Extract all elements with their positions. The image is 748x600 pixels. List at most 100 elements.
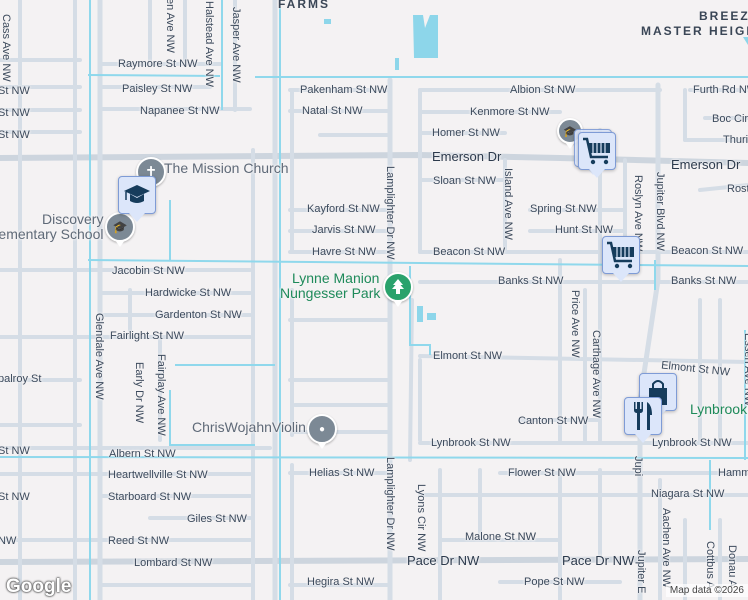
street-label-vertical: Jupi — [632, 456, 644, 477]
street-label: Rost — [727, 183, 748, 195]
street-label: Helias St NW — [309, 467, 375, 479]
street-label: Fairlight St NW — [110, 330, 184, 342]
major-road-label: Pace Dr NW — [562, 553, 635, 568]
graduation-cap-icon — [124, 185, 150, 203]
school-name-line2: ementary School — [0, 226, 104, 242]
area-label-farms: FARMS — [278, 0, 330, 11]
street-label: Havre St NW — [312, 246, 377, 258]
school-icon-small[interactable]: 🎓 — [557, 118, 583, 149]
street-label-vertical: Cass Ave NW — [0, 14, 12, 82]
street-label: Boc Cir — [712, 113, 748, 125]
street-label: Canton St NW — [518, 415, 589, 427]
poi-label-discovery-school[interactable]: Discovery ementary School — [0, 211, 104, 242]
restaurant-marker-card[interactable] — [624, 397, 662, 443]
shopping-cart-icon — [607, 241, 634, 269]
street-label-vertical: Glendale Ave NW — [93, 313, 105, 400]
street-label: Lynbrook St NW — [431, 437, 511, 449]
street-label: Gardenton St NW — [155, 309, 242, 321]
park-label-lynbrook[interactable]: Lynbrook — [690, 401, 748, 417]
grocery-marker-card[interactable] — [578, 132, 616, 178]
area-label-breeze: BREEZE — [699, 9, 748, 23]
shopping-cart-icon — [583, 137, 610, 165]
street-label-vertical: Jupiter Blvd NW — [654, 172, 666, 251]
street-label: Reed St NW — [108, 535, 170, 547]
street-label: Kayford St NW — [307, 203, 380, 215]
street-label-vertical: Jasper Ave NW — [230, 7, 242, 83]
street-label: Pakenham St NW — [300, 84, 388, 96]
street-label-vertical: Halstead Ave NW — [203, 1, 215, 88]
street-label-vertical: Jupiter E — [635, 550, 647, 594]
major-road-label: Pace Dr NW — [407, 553, 480, 568]
street-label: Lynbrook St NW — [652, 437, 732, 449]
street-label-vertical: Carthage Ave NW — [590, 330, 602, 418]
major-road-label: Emerson Dr — [671, 157, 741, 172]
street-label-vertical: Roslyn Ave NW — [632, 175, 644, 252]
street-label: NW — [0, 535, 17, 547]
street-label: Pope St NW — [524, 576, 585, 588]
street-label: Elmont St NW — [433, 350, 503, 362]
street-label-vertical: Lyons Cir NW — [415, 484, 427, 552]
street-label-vertical: Lamplighter Dr NW — [384, 166, 396, 260]
park-tree-icon[interactable] — [383, 272, 413, 307]
street-label: Kenmore St NW — [470, 106, 550, 118]
street-label: Albern St NW — [109, 448, 176, 460]
street-label: Niagara St NW — [651, 488, 725, 500]
street-label: Giles St NW — [187, 513, 247, 525]
poi-label-chriswojahnviolin[interactable]: ChrisWojahnViolin — [192, 419, 306, 435]
street-label: Raymore St NW — [118, 58, 198, 70]
street-label: Beacon St NW — [433, 246, 506, 258]
street-label-vertical: Aachen Ave NW — [660, 508, 672, 588]
area-label-master-heights: MASTER HEIGH — [641, 24, 748, 38]
street-label-vertical: Cottbus A — [704, 541, 716, 589]
street-label: Jacobin St NW — [112, 265, 185, 277]
street-label: Furth Rd NW — [693, 84, 748, 96]
street-label: Hamm — [718, 467, 748, 479]
street-label: Malone St NW — [465, 531, 536, 543]
park-name-line1: Lynne Manion — [292, 270, 380, 286]
street-label: e St NW — [495, 531, 536, 543]
street-label: Starboard St NW — [108, 491, 192, 503]
street-label-vertical: Donau A — [726, 545, 738, 588]
street-label-vertical: en Ave NW — [164, 0, 176, 53]
street-label: Sloan St NW — [433, 175, 496, 187]
grocery-marker-card[interactable] — [602, 236, 640, 282]
park-name-line2: Nungesser Park — [280, 285, 381, 301]
street-label: Homer St NW — [432, 127, 500, 139]
street-label-vertical: Island Ave NW — [502, 168, 514, 240]
school-name-line1: Discovery — [42, 211, 104, 227]
street-label: Banks St NW — [671, 275, 737, 287]
street-label: Heartwellville St NW — [108, 469, 208, 481]
street-label: Paisley St NW — [122, 83, 193, 95]
park-label-lynne-manion[interactable]: Lynne Manion Nungesser Park — [280, 271, 380, 301]
street-label: Lombard St NW — [134, 557, 213, 569]
street-label: Albion St NW — [510, 84, 576, 96]
street-label-vertical: Essen Ave NW — [742, 333, 748, 407]
street-label: Hardwicke St NW — [145, 287, 232, 299]
street-label: St NW — [0, 107, 30, 119]
street-label-vertical: Price Ave NW — [569, 290, 581, 358]
street-label: St NW — [0, 85, 30, 97]
map-attribution[interactable]: Map data ©2026 — [665, 584, 748, 597]
street-label: Thuri — [723, 134, 748, 146]
street-label: St NW — [0, 491, 30, 503]
street-label: Natal St NW — [302, 105, 363, 117]
street-label: St NW — [0, 445, 30, 457]
street-label: St NW — [0, 129, 30, 141]
street-label: Jarvis St NW — [312, 224, 376, 236]
map-pin-icon[interactable]: ● — [307, 414, 337, 449]
poi-label-mission-church[interactable]: The Mission Church — [164, 160, 289, 176]
major-road-label: Emerson Dr — [432, 149, 502, 164]
google-logo: Google — [6, 576, 72, 597]
street-label-vertical: Lamplighter Dr NW — [384, 457, 396, 551]
street-label: Beacon St NW — [671, 245, 744, 257]
street-label: Napanee St NW — [140, 105, 220, 117]
street-label-vertical: Fairplay Ave NW — [155, 354, 167, 436]
street-label: Spring St NW — [530, 203, 597, 215]
school-marker-card[interactable] — [118, 176, 156, 222]
street-label: Hegira St NW — [307, 576, 375, 588]
street-label-vertical: Early Dr NW — [133, 362, 145, 424]
street-label: Flower St NW — [508, 467, 576, 479]
street-label: Hunt St NW — [555, 224, 614, 236]
